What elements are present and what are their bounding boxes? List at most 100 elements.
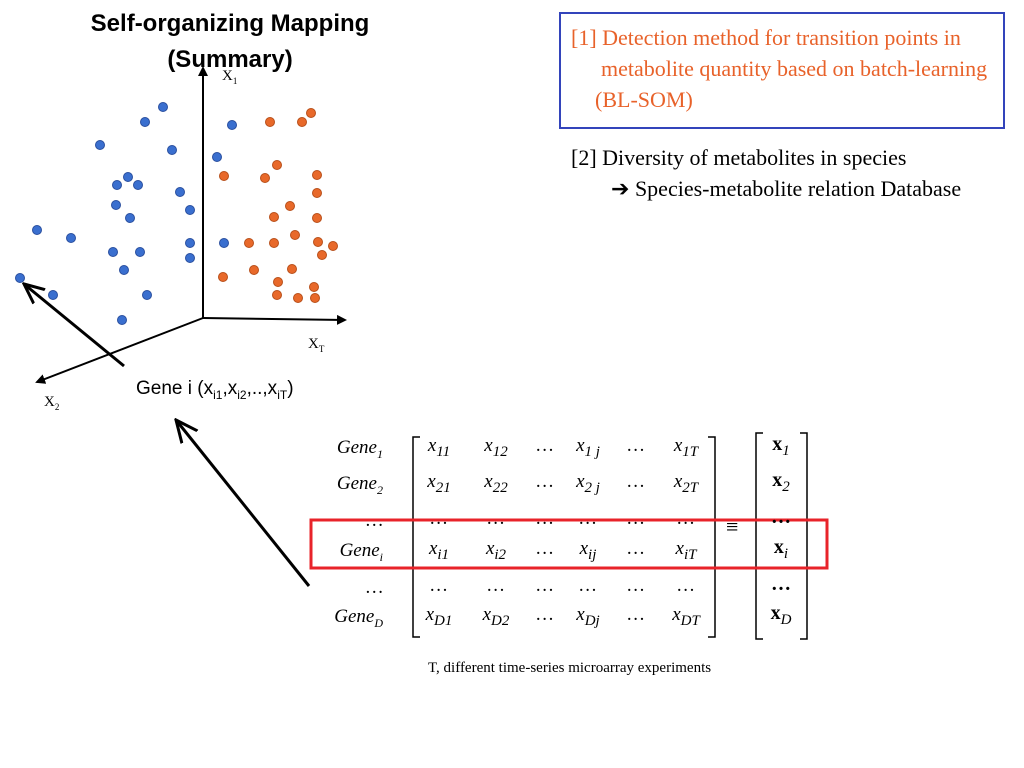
blue-point-8 (112, 180, 122, 190)
blue-point-25 (117, 315, 127, 325)
matrix-row-gene-label: … (366, 577, 383, 598)
orange-point-11 (312, 213, 322, 223)
matrix-cell: xi2 (485, 538, 507, 563)
blue-point-22 (15, 273, 25, 283)
matrix-cell: … (487, 575, 505, 596)
matrix-cell: x1 j (576, 435, 600, 460)
matrix-row-gene-label: … (366, 510, 383, 531)
vector-entry: x1 (772, 433, 790, 459)
orange-point-9 (285, 201, 295, 211)
orange-point-22 (309, 282, 319, 292)
axis-x2-label: X2 (44, 394, 60, 412)
equivalence-sign: ≡ (726, 514, 739, 539)
matrix-row-gene-label: Gene1 (336, 437, 383, 461)
matrix-cell: … (627, 538, 645, 559)
gene-i-row-highlight (309, 518, 829, 570)
reference-2: [2] Diversity of metabolites in species … (571, 142, 1023, 204)
vector-entry: xD (770, 602, 792, 628)
orange-point-23 (272, 290, 282, 300)
matrix-cell: … (579, 575, 597, 596)
matrix-cell: xiT (675, 538, 697, 563)
orange-point-25 (310, 293, 320, 303)
blue-point-16 (108, 247, 118, 257)
blue-point-10 (175, 187, 185, 197)
blue-point-5 (167, 145, 177, 155)
matrix-row-gene-label: GeneD (334, 606, 383, 630)
blue-point-11 (111, 200, 121, 210)
som-scatter-diagram (15, 66, 347, 384)
blue-point-12 (125, 213, 135, 223)
orange-point-4 (272, 160, 282, 170)
matrix-cell: x1T (673, 435, 699, 460)
reference-1-line-3: (BL-SOM) (595, 87, 693, 112)
matrix-cell: xi1 (428, 538, 450, 563)
matrix-cell: … (627, 435, 645, 456)
matrix-cell: … (627, 471, 645, 492)
orange-point-19 (249, 265, 259, 275)
matrix-cell: … (430, 508, 448, 529)
orange-point-10 (269, 212, 279, 222)
matrix-cell: … (627, 575, 645, 596)
blue-point-4 (95, 140, 105, 150)
title-line-2: (Summary) (167, 46, 293, 73)
orange-point-2 (306, 108, 316, 118)
matrix-cell: … (677, 508, 695, 529)
matrix-cell: … (627, 604, 645, 625)
orange-point-14 (269, 238, 279, 248)
matrix-cell: … (430, 575, 448, 596)
matrix-left-bracket (412, 436, 420, 638)
orange-point-12 (290, 230, 300, 240)
orange-point-15 (313, 237, 323, 247)
vector-left-bracket (755, 432, 763, 640)
reference-2-line-2: ➔ Species-metabolite relation Database (611, 176, 962, 201)
orange-point-7 (312, 170, 322, 180)
matrix-cell: … (536, 604, 554, 625)
matrix-right-bracket (708, 436, 716, 638)
matrix-cell: … (579, 508, 597, 529)
orange-point-5 (219, 171, 229, 181)
matrix-cell: … (677, 575, 695, 596)
blue-point-9 (133, 180, 143, 190)
matrix-row-gene-label: Gene2 (336, 473, 383, 497)
blue-point-20 (219, 238, 229, 248)
matrix-cell: xD1 (425, 604, 453, 629)
orange-point-20 (218, 272, 228, 282)
blue-point-24 (142, 290, 152, 300)
matrix-cell: x22 (484, 471, 508, 496)
matrix-cell: xD2 (482, 604, 510, 629)
matrix-cell: … (627, 508, 645, 529)
blue-point-21 (119, 265, 129, 275)
orange-point-6 (260, 173, 270, 183)
vector-right-bracket (800, 432, 808, 640)
matrix-cell: x2 j (576, 471, 600, 496)
orange-point-24 (293, 293, 303, 303)
blue-point-7 (123, 172, 133, 182)
blue-point-23 (48, 290, 58, 300)
blue-cluster (15, 102, 237, 325)
orange-point-16 (328, 241, 338, 251)
blue-point-15 (66, 233, 76, 243)
axis-x1-label: X1 (222, 68, 238, 86)
blue-point-14 (32, 225, 42, 235)
vector-entry: xi (773, 536, 789, 562)
matrix-cell: … (536, 538, 554, 559)
reference-1-line-2: metabolite quantity based on batch-learn… (601, 56, 988, 81)
axis-x2 (35, 317, 204, 384)
matrix-cell: x2T (673, 471, 699, 496)
matrix-cell: … (536, 435, 554, 456)
orange-point-13 (244, 238, 254, 248)
blue-point-19 (185, 253, 195, 263)
reference-1-box: [1] Detection method for transition poin… (559, 12, 1005, 129)
blue-point-3 (227, 120, 237, 130)
matrix-cell: x12 (484, 435, 508, 460)
orange-point-17 (317, 250, 327, 260)
vector-entry: … (771, 506, 791, 528)
orange-point-18 (287, 264, 297, 274)
matrix-cell: … (487, 508, 505, 529)
blue-point-2 (158, 102, 168, 112)
matrix-cell: … (536, 471, 554, 492)
matrix-row-gene-label: Genei (339, 540, 383, 564)
gene-point-pointer-arrow (24, 284, 125, 368)
matrix-cell: … (536, 575, 554, 596)
orange-point-3 (297, 117, 307, 127)
